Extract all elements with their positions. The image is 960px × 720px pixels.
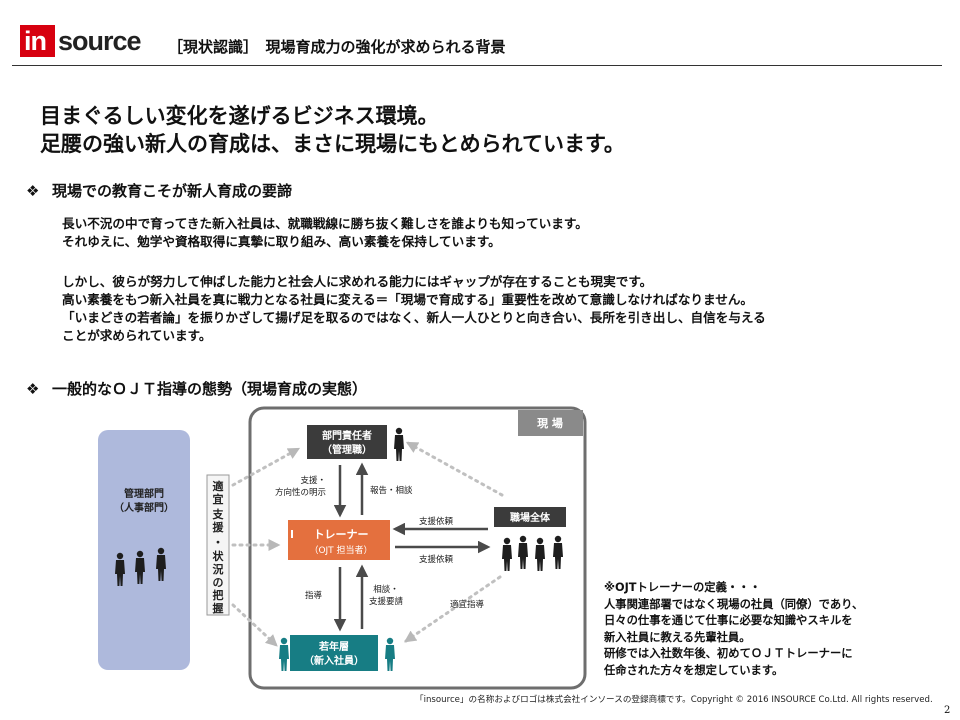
admin-dept-label: 管理部門 <box>124 487 164 500</box>
paragraph-line: ことが求められています。 <box>62 328 212 343</box>
note-line: 日々の仕事を通じて仕事に必要な知識やスキルを <box>604 614 853 627</box>
section-1-title: 現場での教育こそが新人育成の要諦 <box>52 182 293 200</box>
young-sub-label: （新入社員） <box>304 654 364 667</box>
guidance-label: 指導 <box>305 590 323 601</box>
ojt-trainer-definition-note: ※OJTトレーナーの定義・・・ 人事関連部署ではなく現場の社員（同僚）であり、 … <box>604 580 863 679</box>
headline-line-1: 目まぐるしい変化を遂げるビジネス環境。 <box>40 104 439 128</box>
paragraph-line: 高い素養をもつ新入社員を真に戦力となる社員に変える＝「現場で育成する」重要性を改… <box>62 292 754 307</box>
diamond-bullet-icon: ❖ <box>26 182 40 200</box>
logo-text-rest: source <box>58 26 142 56</box>
trainer-sub-label: （OJT 担当者） <box>309 544 372 556</box>
trainer-box <box>288 520 390 560</box>
workplace-all-label: 職場全体 <box>510 511 551 524</box>
note-line: 人事関連部署ではなく現場の社員（同僚）であり、 <box>604 597 864 611</box>
support-direction-label-2: 方向性の明示 <box>275 487 326 498</box>
header-divider <box>12 65 942 66</box>
vertical-char: 握 <box>213 601 224 615</box>
admin-department-box <box>98 430 190 670</box>
trainer-person-highlight-icon <box>291 530 293 538</box>
workplace-all-box <box>494 507 566 527</box>
note-line: 新入社員に教える先輩社員。 <box>604 630 751 644</box>
consult-support-label: 相談・ <box>373 584 399 595</box>
headline-line-2: 足腰の強い新人の育成は、まさに現場にもとめられています。 <box>40 132 625 156</box>
vertical-char: 況 <box>213 562 224 576</box>
workplace-label: 現 場 <box>537 416 563 430</box>
section-2-heading: ❖ 一般的なＯＪＴ指導の態勢（現場育成の実態） <box>26 378 367 399</box>
admin-dept-sub-label: （人事部門） <box>114 501 174 514</box>
vertical-char: の <box>213 576 224 589</box>
paragraph-line: 長い不況の中で育ってきた新入社員は、就職戦線に勝ち抜く難しさを誰よりも知っていま… <box>62 216 588 231</box>
note-line: ※OJTトレーナーの定義・・・ <box>604 581 761 594</box>
support-status-text: 適 宜 支 援 ・ 状 況 の 把 握 <box>212 479 225 615</box>
appropriate-guidance-label: 適宜指導 <box>450 599 485 610</box>
insource-logo: in source <box>20 25 148 57</box>
vertical-char: 適 <box>213 479 224 493</box>
dotted-arrow-workplace-to-manager <box>405 441 504 497</box>
dotted-arrow-workplace-to-young <box>404 575 502 643</box>
logo-text-in: in <box>24 26 47 56</box>
note-line: 研修では入社数年後、初めてＯＪＴトレーナーに <box>604 647 853 660</box>
ojt-structure-diagram: 管理部門 （人事部門） 適 宜 支 援 ・ 状 況 の 把 握 現 場 部門責任… <box>98 406 587 690</box>
young-label: 若年層 <box>318 640 349 653</box>
consult-support-label-2: 支援要請 <box>369 596 404 607</box>
manager-label: 部門責任者 <box>322 429 372 442</box>
workplace-label-tab <box>518 410 583 436</box>
support-direction-label: 支援・ <box>300 475 326 486</box>
section-2-title: 一般的なＯＪＴ指導の態勢（現場育成の実態） <box>52 380 368 398</box>
page-number: 2 <box>944 705 951 716</box>
diamond-bullet-icon: ❖ <box>26 380 40 398</box>
paragraph-line: しかし、彼らが努力して伸ばした能力と社会人に求めれる能力にはギャップが存在するこ… <box>62 274 653 289</box>
vertical-char: 支 <box>212 507 225 521</box>
manager-sub-label: （管理職） <box>322 443 372 456</box>
paragraph-line: 「いまどきの若者論」を振りかざして揚げ足を取るのではなく、新人一人ひとりと向き合… <box>62 310 766 325</box>
paragraph-line: それゆえに、勉学や資格取得に真摯に取り組み、高い素養を保持しています。 <box>62 234 501 249</box>
support-request-top-label: 支援依頼 <box>419 516 454 527</box>
logo-red-box <box>20 25 55 57</box>
report-consult-label: 報告・相談 <box>370 485 413 496</box>
support-request-bottom-label: 支援依頼 <box>419 554 454 565</box>
dotted-arrow-to-manager <box>231 447 301 487</box>
manager-box <box>307 425 387 459</box>
slide-title: ［現状認識］ 現場育成力の強化が求められる背景 <box>168 38 506 56</box>
trainer-label: トレーナー <box>314 528 369 541</box>
section-1-heading: ❖ 現場での教育こそが新人育成の要諦 <box>26 180 292 201</box>
note-line: 任命された方々を想定しています。 <box>604 663 784 677</box>
vertical-char: ・ <box>213 536 224 549</box>
support-status-box <box>206 474 230 616</box>
vertical-char: 援 <box>213 520 225 534</box>
vertical-char: 状 <box>213 549 225 563</box>
vertical-char: 把 <box>213 588 224 602</box>
section-1-paragraph-2: しかし、彼らが努力して伸ばした能力と社会人に求めれる能力にはギャップが存在するこ… <box>62 273 766 345</box>
dotted-arrow-to-young <box>231 603 278 647</box>
section-1-paragraph-1: 長い不況の中で育ってきた新入社員は、就職戦線に勝ち抜く難しさを誰よりも知っていま… <box>62 215 588 251</box>
vertical-char: 宜 <box>213 492 224 506</box>
copyright-footer: 「insource」の名称およびロゴは株式会社インソースの登録商標です。Copy… <box>415 695 933 705</box>
young-employees-box <box>290 635 378 671</box>
